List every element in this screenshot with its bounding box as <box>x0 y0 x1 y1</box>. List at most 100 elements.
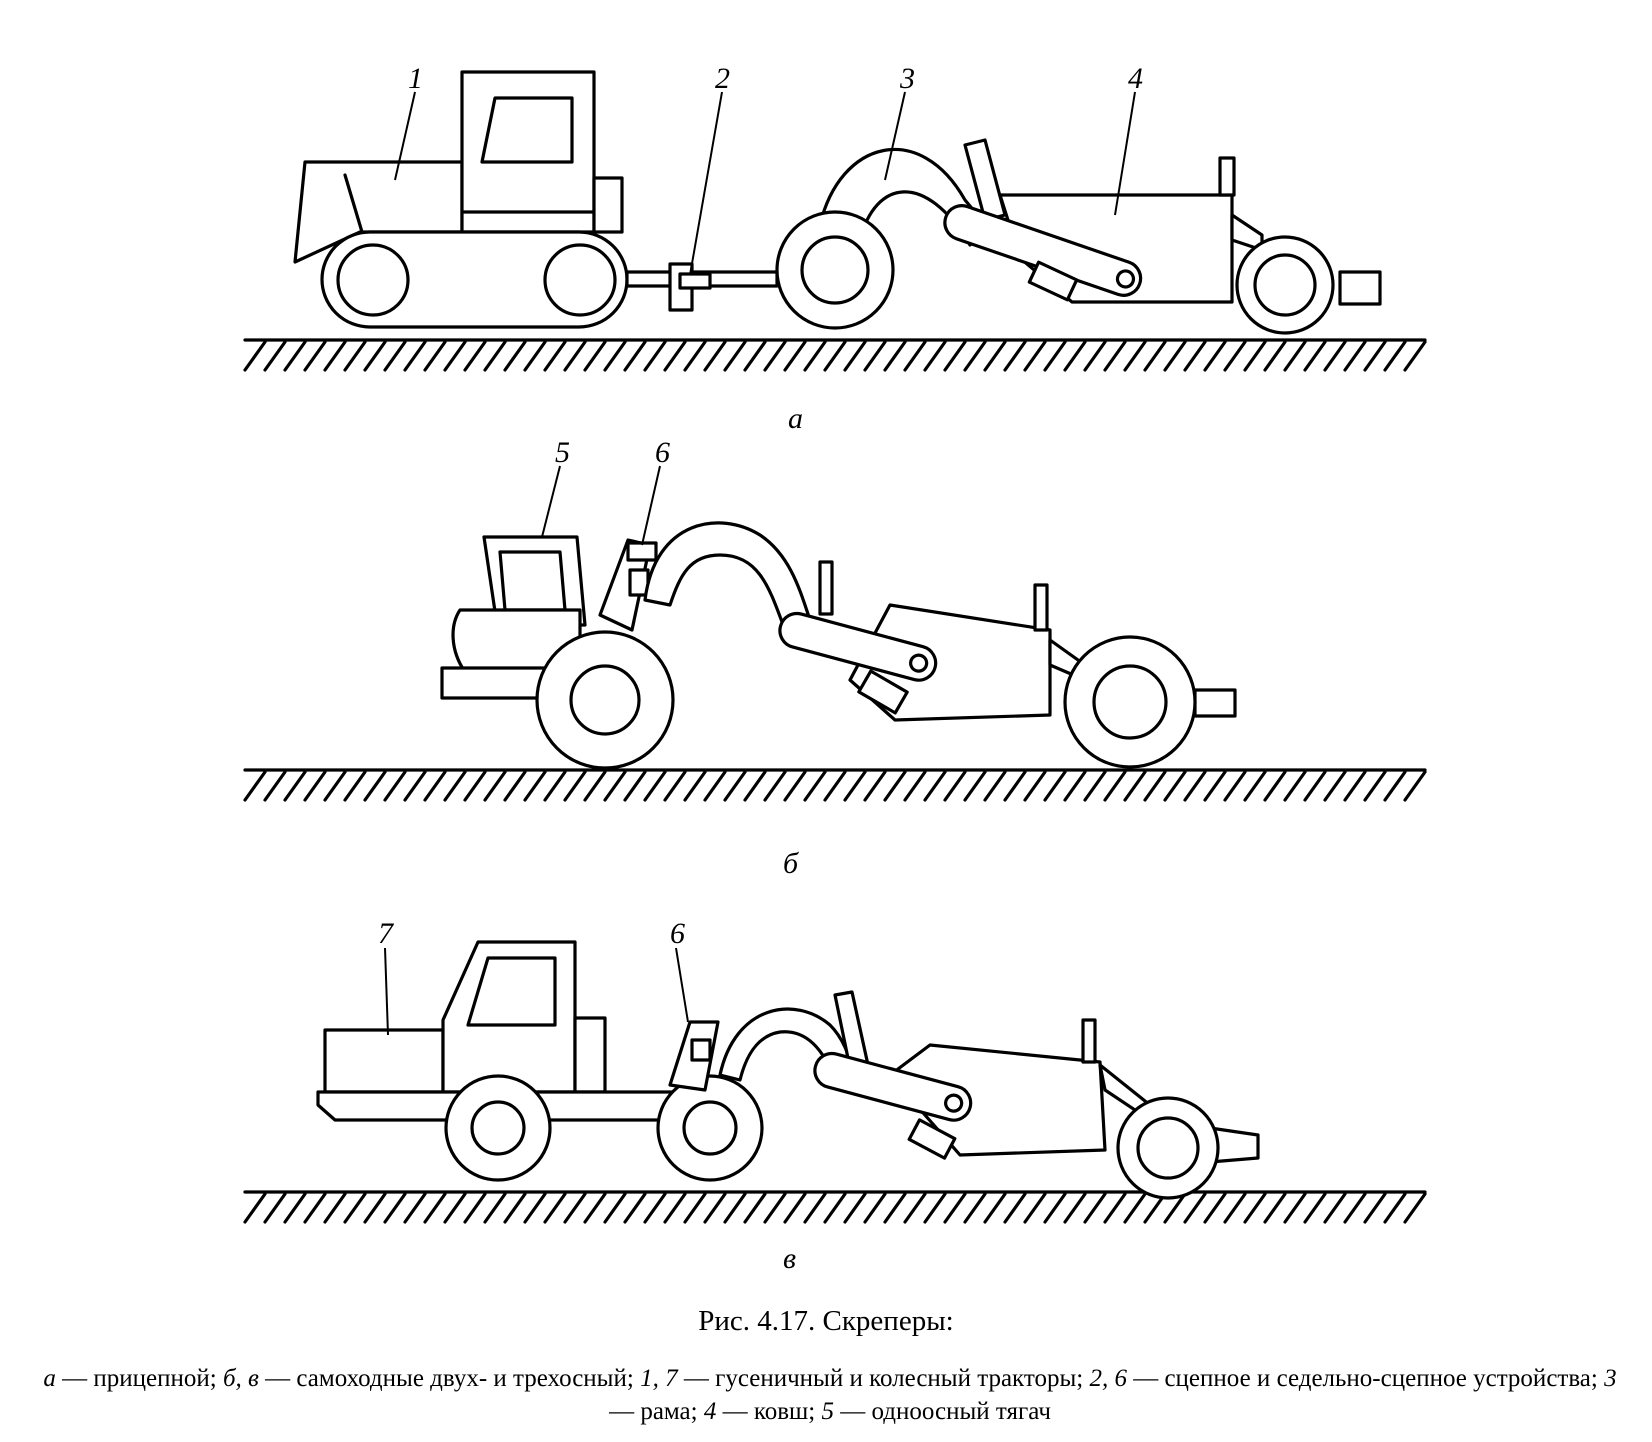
ground-hatch-line <box>703 770 727 802</box>
ground-hatch-line <box>1203 1192 1227 1224</box>
ground-hatch-line <box>403 770 427 802</box>
ground-hatch-line <box>1403 770 1427 802</box>
ground-hatch-line <box>1363 1192 1387 1224</box>
label-4: 4 <box>1128 62 1143 95</box>
ground-hatch-line <box>703 340 727 372</box>
ground-hatch-line <box>923 1192 947 1224</box>
ground-hatch-line <box>923 770 947 802</box>
ground-hatch-line <box>243 1192 267 1224</box>
ground-hatch-line <box>683 770 707 802</box>
legend-item: 2, 6 — сцепное и седельно-сцепное устрой… <box>1089 1365 1605 1392</box>
ground-hatch-line <box>643 340 667 372</box>
ground-hatch-line <box>1383 770 1407 802</box>
ground-hatch-line <box>983 340 1007 372</box>
ground-hatch-line <box>723 1192 747 1224</box>
ground-hatch-line <box>1303 340 1327 372</box>
ground-hatch-line <box>463 340 487 372</box>
ground-hatch-line <box>783 1192 807 1224</box>
ground-hatch-line <box>1283 1192 1307 1224</box>
ground-hatch-line <box>1123 340 1147 372</box>
label-7: 7 <box>378 917 395 950</box>
ground-hatch-line <box>343 1192 367 1224</box>
ground-hatch-line <box>763 770 787 802</box>
ground-hatch-line <box>1123 1192 1147 1224</box>
subfigure-label-c: в <box>783 1242 796 1275</box>
ground-hatch-line <box>1063 1192 1087 1224</box>
ground-hatch-line <box>463 770 487 802</box>
ground-hatch-line <box>603 1192 627 1224</box>
ground-hatch-line <box>483 770 507 802</box>
ground-hatch-line <box>643 770 667 802</box>
ground-hatch-line <box>523 340 547 372</box>
figure-b-two-axle-scraper: 5 6 б <box>243 436 1427 880</box>
single-axle-tractor <box>440 535 658 700</box>
ground-hatch-line <box>963 340 987 372</box>
ground-hatch-line <box>303 1192 327 1224</box>
ground-hatch-line <box>1023 770 1047 802</box>
ground-hatch-line <box>243 770 267 802</box>
ground-hatch-line <box>643 1192 667 1224</box>
ground-hatch-line <box>443 770 467 802</box>
figure-caption-title: Рис. 4.17. Скреперы: <box>698 1305 954 1337</box>
figure-caption-legend: а — прицепной; б, в — самоходные двух- и… <box>40 1362 1620 1428</box>
ground-hatch-line <box>1163 1192 1187 1224</box>
ground-hatch-line <box>1263 340 1287 372</box>
ground-hatch-line <box>1223 770 1247 802</box>
ground-hatch-line <box>463 1192 487 1224</box>
ground-hatch-line <box>843 770 867 802</box>
labels-c: 7 6 в <box>378 917 796 1275</box>
ground-hatch-line <box>1363 770 1387 802</box>
ground-hatch-line <box>1243 770 1267 802</box>
ground-hatch-line <box>783 770 807 802</box>
label-6-c: 6 <box>670 917 685 950</box>
ground-hatch-line <box>583 1192 607 1224</box>
ground-hatch-line <box>1063 770 1087 802</box>
ground-hatch-line <box>1243 1192 1267 1224</box>
ground-hatch-line <box>943 770 967 802</box>
ground-hatch-line <box>763 340 787 372</box>
ground-hatch-line <box>403 1192 427 1224</box>
ground-hatch-line <box>1323 1192 1347 1224</box>
ground-hatch-line <box>1083 770 1107 802</box>
ground-hatch-line <box>263 1192 287 1224</box>
ground-hatch-line <box>1103 340 1127 372</box>
ground-hatch-line <box>483 1192 507 1224</box>
ground-hatch-line <box>323 340 347 372</box>
ground-hatch-line <box>363 1192 387 1224</box>
ground-hatch-line <box>803 340 827 372</box>
ground-hatch-line <box>943 340 967 372</box>
ground-hatch-line <box>863 340 887 372</box>
ground-hatch-line <box>1303 770 1327 802</box>
ground-hatch-line <box>563 770 587 802</box>
ground-hatch-line <box>963 1192 987 1224</box>
ground-hatch-line <box>903 770 927 802</box>
label-3: 3 <box>899 62 915 95</box>
figure-a-towed-scraper: 1 2 3 4 а <box>243 62 1427 435</box>
ground-hatch-line <box>1343 770 1367 802</box>
labels-b: 5 6 б <box>541 436 799 880</box>
ground-hatch-line <box>1243 340 1267 372</box>
ground-hatch-line <box>1303 1192 1327 1224</box>
figure-c-three-axle-scraper: 7 6 в <box>243 917 1427 1275</box>
ground-hatch-line <box>1003 1192 1027 1224</box>
ground-hatch-line <box>283 340 307 372</box>
ground-hatch-line <box>363 340 387 372</box>
ground-hatch-line <box>883 340 907 372</box>
ground-hatch-line <box>1223 340 1247 372</box>
ground-hatch-line <box>1123 770 1147 802</box>
legend-item: 1, 7 — гусеничный и колесный тракторы; <box>640 1365 1090 1392</box>
ground-hatch-line <box>1283 340 1307 372</box>
ground-hatch-line <box>623 770 647 802</box>
ground-hatch-line <box>543 340 567 372</box>
label-5: 5 <box>555 436 570 469</box>
ground-hatch-line <box>1343 340 1367 372</box>
legend-item: а — прицепной; <box>43 1365 223 1392</box>
ground-hatch-line <box>1163 770 1187 802</box>
ground-hatch-line <box>583 770 607 802</box>
ground-hatch-line <box>823 340 847 372</box>
labels-a: 1 2 3 4 а <box>394 62 1143 435</box>
ground-hatch-line <box>903 340 927 372</box>
ground-hatch-line <box>323 770 347 802</box>
ground-hatch-line <box>683 1192 707 1224</box>
ground-hatch-line <box>623 340 647 372</box>
